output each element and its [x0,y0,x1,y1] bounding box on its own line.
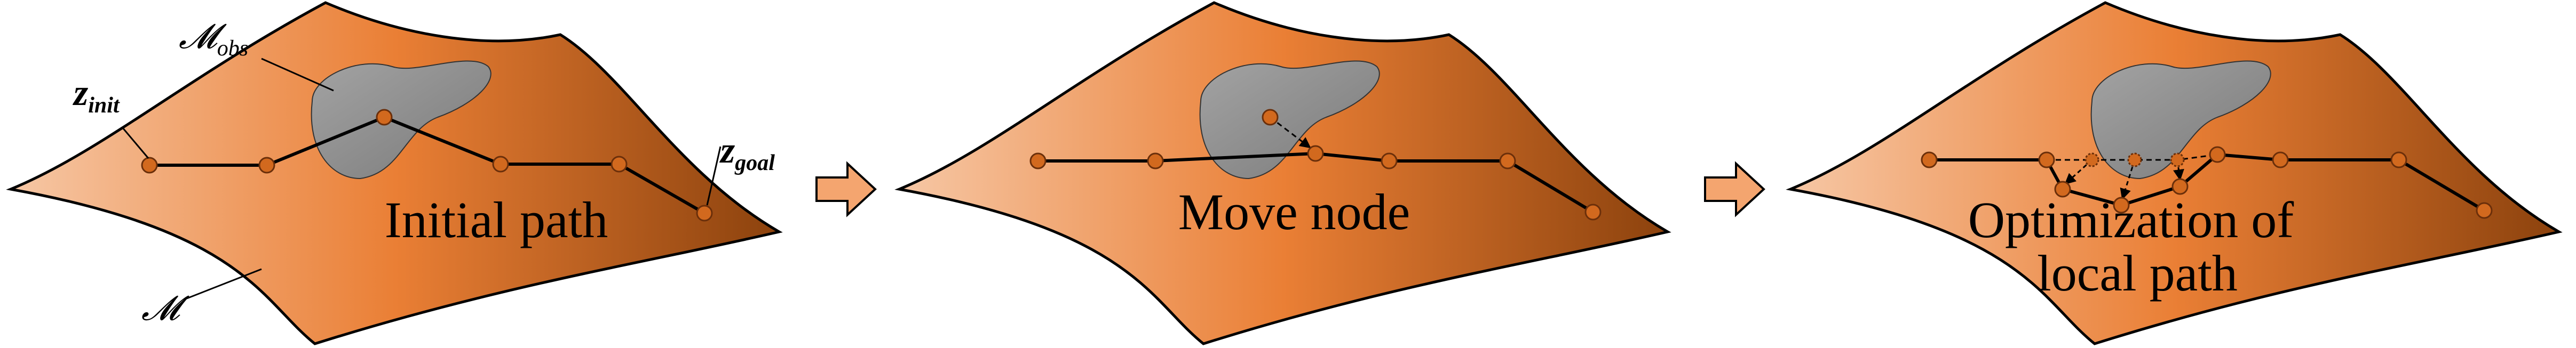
path-node [1381,152,1398,169]
path-node [2113,197,2130,214]
path-node [492,156,509,173]
manifold-label: 𝓜 [141,289,189,327]
obstacle-label: 𝓜obs [179,18,248,61]
old-node [2127,152,2142,167]
path-node [2390,151,2407,168]
path-nodes [141,109,713,222]
panel-caption: Initial path [385,191,608,248]
path-node [1307,145,1324,162]
obstacle-region [1199,60,1380,180]
moved-node-origin [1262,109,1279,126]
path-node [1029,152,1047,169]
path-node [1147,152,1164,169]
path-node [2038,151,2055,168]
old-node [2170,152,2185,167]
path-node [696,205,713,222]
z-init-leader [122,127,149,159]
path-node [141,157,158,174]
right-arrow-icon [1704,161,1765,217]
path-node [2171,178,2189,195]
path-node [2476,202,2493,219]
panel-move-node: Move node [899,3,1668,344]
path-node [1921,151,1938,168]
old-local-path [2047,153,2218,161]
manifold-surface [899,3,1668,344]
path-line [1038,151,1594,214]
panel-caption: Move node [1178,183,1410,240]
path-node [2209,146,2226,163]
panel-initial-path: 𝓜obs zinit zgoal 𝓜 Initial path [11,3,779,344]
old-nodes [2084,152,2185,167]
manifold-leader [186,268,262,300]
path-node [258,157,275,174]
path-nodes [1029,109,1602,221]
obstacle-region [311,60,492,180]
panel-optimization: Optimization of local path [1790,3,2559,344]
old-node [2084,152,2099,167]
panel-caption: Optimization of local path [1968,191,2307,302]
path-nodes [1921,146,2493,219]
manifold-surface [11,3,779,344]
path-node [1584,204,1602,221]
z-init-label: zinit [73,72,120,118]
right-arrow-icon [815,161,877,217]
path-node [376,109,393,126]
z-goal-leader [706,146,722,206]
obstacle-leader [261,58,334,92]
path-node [1499,152,1516,169]
initial-path-line [149,115,706,215]
path-node [2054,181,2071,198]
path-node [611,156,628,173]
path-node [2272,151,2289,168]
z-goal-label: zgoal [719,130,775,175]
